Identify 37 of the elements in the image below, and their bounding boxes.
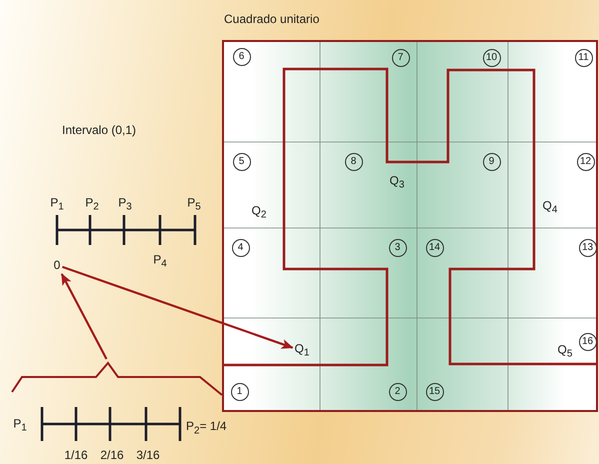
brace xyxy=(10,361,224,397)
circled-number: 8 xyxy=(344,152,362,170)
point-label: P$_{4}$ xyxy=(153,252,167,272)
circled-number: 4 xyxy=(232,238,250,256)
square-title: Cuadrado unitario xyxy=(224,12,320,26)
circled-number: 13 xyxy=(578,238,596,256)
circled-number: 1 xyxy=(230,382,248,400)
point-label: Q$_{3}$ xyxy=(390,173,404,193)
circled-number: 7 xyxy=(392,48,410,66)
circled-number: 16 xyxy=(578,332,596,350)
circled-number: 3 xyxy=(388,238,406,256)
point-label: P$_{1}$ xyxy=(13,416,27,436)
circled-number: 5 xyxy=(232,152,250,170)
circled-number: 9 xyxy=(482,152,500,170)
point-label: 1/16 xyxy=(64,448,88,462)
circled-number: 10 xyxy=(482,48,500,66)
point-label: Q$_{1}$ xyxy=(294,341,310,361)
point-label: P$_{1}$ xyxy=(50,195,64,215)
point-label: 2/16 xyxy=(100,448,124,462)
circled-number: 11 xyxy=(574,48,592,66)
point-label: Q$_{5}$ xyxy=(558,342,572,362)
point-label: P$_{2}$= 1/4 xyxy=(186,419,227,438)
arrow xyxy=(60,273,108,360)
point-label: Q$_{4}$ xyxy=(542,198,558,218)
point-label: Q$_{2}$ xyxy=(252,203,266,223)
circled-number: 12 xyxy=(576,152,594,170)
point-label: P$_{3}$ xyxy=(118,195,132,215)
circled-number: 6 xyxy=(232,48,250,66)
point-label: 3/16 xyxy=(136,448,160,462)
point-label: P$_{2}$ xyxy=(85,195,99,215)
arrow xyxy=(62,266,294,349)
point-label: P$_{5}$ xyxy=(187,195,201,215)
circled-number: 2 xyxy=(388,382,406,400)
point-label: 0 xyxy=(54,258,60,272)
interval-title: Intervalo (0,1) xyxy=(62,123,136,137)
circled-number: 15 xyxy=(426,382,444,400)
circled-number: 14 xyxy=(426,238,444,256)
